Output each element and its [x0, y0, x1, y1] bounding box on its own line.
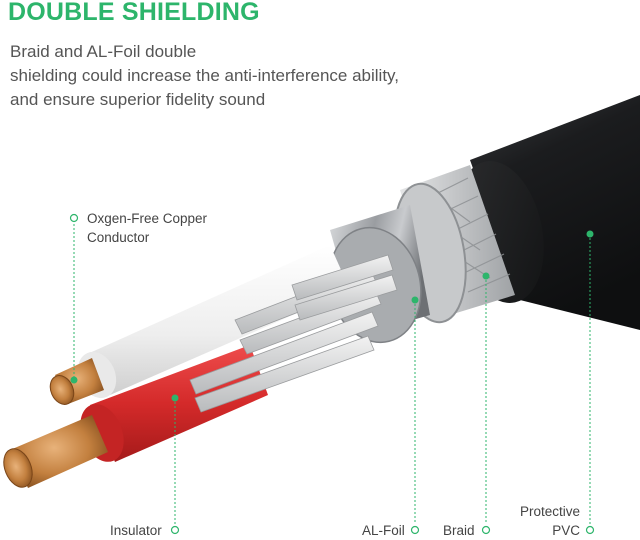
description-line-2: shielding could increase the anti-interf… — [10, 66, 400, 85]
white-conductor — [49, 245, 350, 405]
silver-strands — [189, 254, 398, 413]
pvc-label-line-1: Protective — [519, 504, 580, 519]
conductor-label-line-1: Oxgen-Free Copper — [87, 211, 208, 226]
conductor-label-line-2: Conductor — [87, 230, 150, 245]
description-line-1: Braid and AL-Foil double — [10, 42, 197, 61]
conductor-label: Oxgen-Free Copper Conductor — [87, 209, 207, 247]
pvc-label: Protective PVC — [518, 502, 580, 540]
insulator-label: Insulator — [110, 523, 162, 538]
callout-dots — [69, 213, 595, 535]
description: Braid and AL-Foil double shielding could… — [10, 40, 399, 112]
pvc-label-line-2: PVC — [552, 523, 580, 538]
page-title: DOUBLE SHIELDING — [8, 0, 260, 26]
braid-label: Braid — [443, 523, 475, 538]
al-foil-label: AL-Foil — [362, 523, 405, 538]
callout-lines — [73, 224, 591, 524]
description-line-3: and ensure superior fidelity sound — [10, 90, 266, 109]
